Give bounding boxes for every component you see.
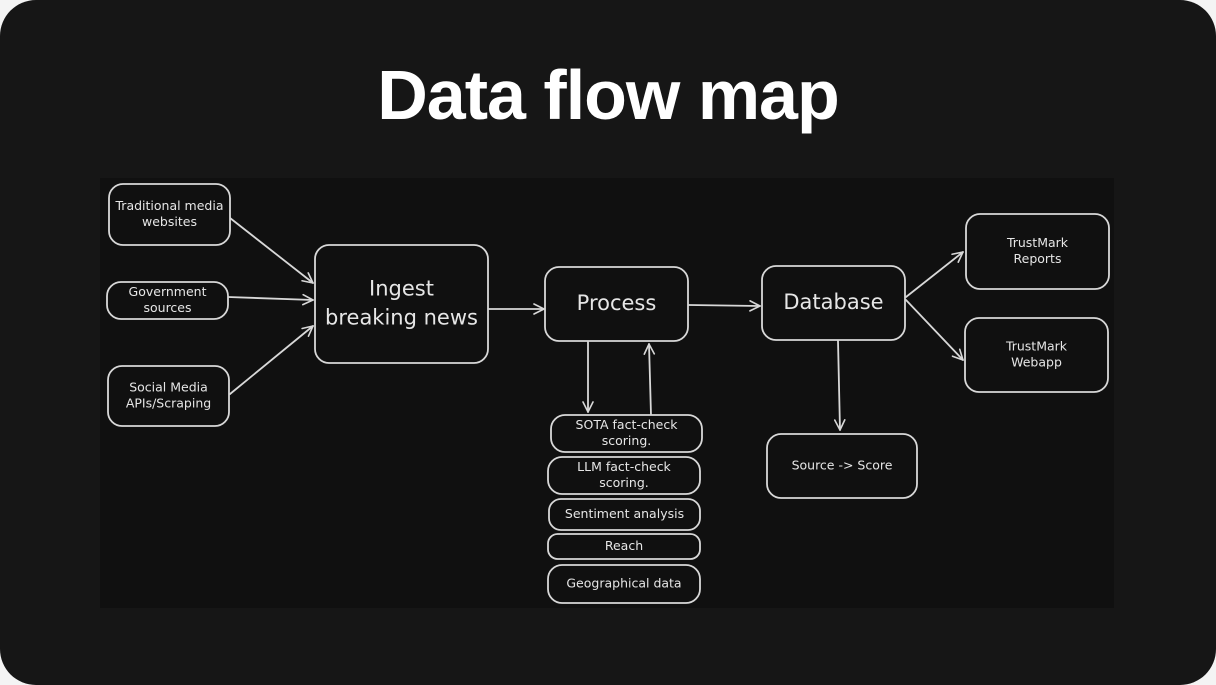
edge-database-to-source-score: [833, 340, 846, 431]
node-box: [761, 265, 906, 341]
edge-government-to-ingest: [227, 293, 314, 306]
node-box: [107, 365, 230, 427]
node-label: Reports: [1014, 251, 1062, 266]
node-label: Source -> Score: [792, 458, 893, 473]
edge-traditional-media-to-ingest: [229, 217, 314, 284]
arrow-icon: [643, 343, 656, 416]
node-label: TrustMark: [1005, 339, 1068, 354]
node-box: [314, 244, 489, 364]
node-process: Process: [544, 266, 689, 342]
edge-sota-factcheck-to-process: [643, 343, 656, 416]
node-reach: Reach: [547, 533, 701, 560]
node-label: scoring.: [599, 475, 648, 490]
node-label: Traditional media: [115, 198, 224, 213]
arrow-icon: [905, 299, 964, 361]
arrow-icon: [688, 300, 761, 312]
node-ingest: Ingest breaking news: [314, 244, 489, 364]
arrow-icon: [833, 340, 846, 431]
node-label: Sentiment analysis: [565, 506, 684, 521]
node-box: [550, 414, 703, 453]
arrow-icon: [229, 217, 314, 284]
node-box: [108, 183, 231, 246]
node-box: [547, 456, 701, 495]
node-box: [766, 433, 918, 499]
node-label: TrustMark: [1006, 235, 1069, 250]
edge-database-to-trustmark-reports: [905, 251, 964, 298]
node-box: [965, 213, 1110, 290]
node-label: Database: [783, 290, 883, 314]
node-box: [544, 266, 689, 342]
node-label: websites: [142, 214, 197, 229]
node-box: [547, 533, 701, 560]
node-label: breaking news: [325, 306, 478, 330]
node-source-score: Source -> Score: [766, 433, 918, 499]
node-label: Webapp: [1011, 355, 1062, 370]
edges-layer: [227, 217, 964, 431]
page-title: Data flow map: [377, 56, 840, 134]
arrow-icon: [229, 325, 314, 395]
node-geo: Geographical data: [547, 564, 701, 604]
node-label: sources: [143, 300, 191, 315]
arrow-icon: [905, 251, 964, 298]
node-database: Database: [761, 265, 906, 341]
nodes-layer: Traditional mediawebsitesGovernmentsourc…: [106, 183, 1110, 604]
node-label: LLM fact-check: [577, 459, 671, 474]
node-box: [547, 564, 701, 604]
node-label: Reach: [605, 538, 643, 553]
node-sentiment: Sentiment analysis: [548, 498, 701, 531]
node-box: [548, 498, 701, 531]
node-label: scoring.: [602, 433, 651, 448]
node-label: SOTA fact-check: [576, 417, 679, 432]
node-box: [106, 281, 229, 320]
node-box: [964, 317, 1109, 393]
node-label: Ingest: [369, 277, 434, 301]
edge-process-to-database: [688, 300, 761, 312]
edge-social-media-to-ingest: [229, 325, 314, 395]
arrow-icon: [227, 293, 314, 306]
node-label: APIs/Scraping: [126, 396, 211, 411]
node-label: Process: [577, 291, 657, 315]
node-label: Geographical data: [566, 576, 681, 591]
node-label: Social Media: [129, 380, 208, 395]
node-label: Government: [129, 284, 207, 299]
edge-database-to-trustmark-webapp: [905, 299, 964, 361]
